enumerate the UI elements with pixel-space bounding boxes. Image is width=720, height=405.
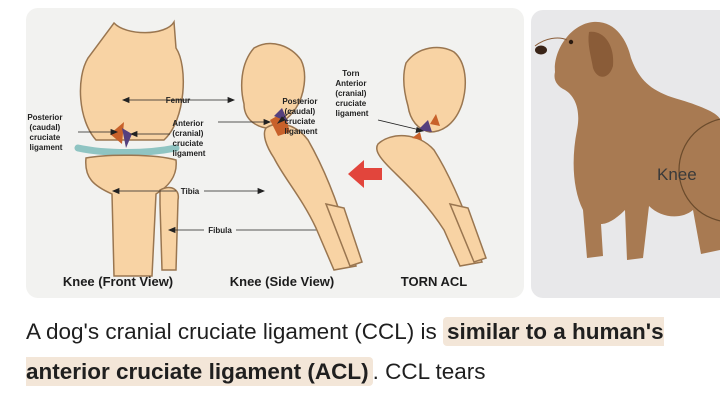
caption-torn-acl: TORN ACL [401,274,468,289]
label-fibula: Fibula [208,226,232,235]
side-view-knee [240,42,363,271]
dog-illustration: Knee [534,21,720,260]
label-posterior-front: Posterior (caudal) cruciate ligament [27,113,64,152]
knee-diagram-image[interactable]: Femur Posterior (caudal) cruciate ligame… [26,8,524,298]
torn-leaders [377,119,425,134]
front-leaders [78,96,326,234]
label-knee: Knee [657,165,697,184]
caption-side-view: Knee (Side View) [230,274,335,289]
result-caption: A dog's cranial cruciate ligament (CCL) … [26,312,716,392]
label-femur: Femur [166,96,190,105]
side-leaders [218,109,293,126]
red-arrow-icon [348,160,382,188]
label-tibia: Tibia [181,187,200,196]
caption-text-after: . CCL tears [372,359,486,384]
torn-acl-knee [348,46,487,267]
caption-text-before: A dog's cranial cruciate ligament (CCL) … [26,319,443,344]
label-torn-anterior: Torn Anterior (cranial) cruciate ligamen… [335,69,368,118]
label-anterior-front: Anterior (cranial) cruciate ligament [172,119,205,158]
caption-front-view: Knee (Front View) [63,274,173,289]
label-posterior-side: Posterior (caudal) cruciate ligament [282,97,319,136]
front-view-knee [74,19,184,277]
knee-diagram: Femur Posterior (caudal) cruciate ligame… [27,19,487,289]
dog-image[interactable]: Knee [531,10,720,298]
